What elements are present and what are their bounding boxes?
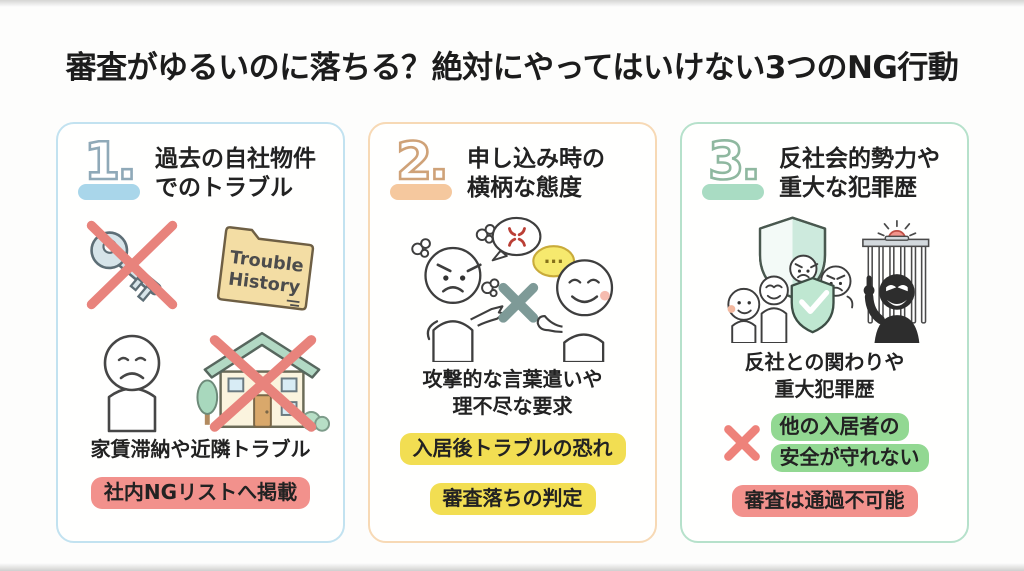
anger-mark-bubble-icon [491, 216, 541, 262]
steam-puffs-icon [410, 224, 499, 298]
bottom-edge-shadow [0, 563, 1024, 571]
dots-bubble-text: ... [543, 248, 563, 268]
cards-row: 1. 過去の自社物件 でのトラブル [56, 122, 969, 543]
residents-icon [726, 275, 789, 343]
crossed-key-icon [86, 220, 177, 310]
number-underline-pill [390, 184, 452, 200]
card-number: 1. [83, 131, 139, 194]
card3-warn-line2: 安全が守れない [770, 444, 929, 472]
cross-mark-icon [497, 282, 538, 323]
card3-caption: 反社との関わりや 重大犯罪歴 [745, 349, 905, 403]
card3-header: 3. 反社会的勢力や 重大な犯罪歴 [682, 124, 967, 208]
card3-warn-line1: 他の入居者の [770, 413, 909, 441]
criminal-silhouette-icon [863, 274, 919, 343]
number-underline-pill [702, 184, 764, 200]
card3-heading-line1: 反社会的勢力や [779, 146, 940, 172]
card3-final-highlight: 審査は通過不可能 [731, 485, 918, 517]
card-arrogant-attitude: 2. 申し込み時の 横柄な態度 [368, 122, 657, 543]
card2-heading-line2: 横柄な態度 [467, 175, 582, 202]
card-antisocial-criminal-record: 3. 反社会的勢力や 重大な犯罪歴 [680, 122, 969, 543]
card3-caption-line2: 重大犯罪歴 [774, 377, 875, 401]
smiling-person-icon [536, 259, 613, 362]
card2-number-badge: 2. [390, 131, 454, 208]
card1-heading-line2: でのトラブル [155, 175, 293, 202]
card3-security-illustration [726, 216, 929, 343]
card2-heading-line1: 申し込み時の [467, 146, 605, 172]
card1-caption: 家賃滞納や近隣トラブル [90, 437, 311, 461]
top-edge-shadow [0, 0, 1024, 7]
card-past-property-trouble: 1. 過去の自社物件 でのトラブル [56, 122, 345, 543]
page-title: 審査がゆるいのに落ちる？絶対にやってはいけない3つのNG行動 [65, 50, 959, 86]
card1-illustrations: Trouble History [58, 208, 343, 434]
card2-caption-line1: 攻撃的な言葉遣いや [422, 367, 603, 391]
card2-caption-line2: 理不尽な要求 [452, 394, 573, 418]
card3-heading: 反社会的勢力や 重大な犯罪歴 [779, 140, 940, 204]
card1-number-badge: 1. [78, 131, 142, 208]
red-cross-icon [723, 424, 760, 461]
card2-caption: 攻撃的な言葉遣いや 理不尽な要求 [423, 366, 603, 420]
card3-caption-line1: 反社との関わりや [744, 350, 905, 374]
card3-number-badge: 3. [702, 131, 766, 208]
number-underline-pill [78, 184, 140, 200]
angry-person-icon [423, 246, 505, 362]
card2-header: 2. 申し込み時の 横柄な態度 [370, 124, 655, 208]
card2-argument-illustration: ... [410, 216, 613, 362]
trouble-history-folder-icon: Trouble History [216, 226, 315, 311]
card-number: 3. [707, 131, 763, 194]
card-number: 2. [395, 131, 451, 194]
card1-heading-line1: 過去の自社物件 [155, 146, 316, 172]
card1-header: 1. 過去の自社物件 でのトラブル [58, 124, 343, 208]
card2-highlight-screening-fail: 審査落ちの判定 [429, 483, 596, 515]
card3-heading-line2: 重大な犯罪歴 [779, 175, 917, 202]
card1-ng-list-highlight: 社内NGリストへ掲載 [90, 477, 311, 509]
card3-warning-lines: 他の入居者の 安全が守れない [770, 413, 929, 472]
card2-heading: 申し込み時の 横柄な態度 [467, 140, 605, 204]
card3-warning-row: 他の入居者の 安全が守れない [721, 413, 929, 472]
card2-highlight-trouble-risk: 入居後トラブルの恐れ [399, 433, 626, 465]
sad-person-icon [103, 334, 160, 433]
siren-icon [877, 219, 916, 241]
shield-check-icon [790, 276, 835, 334]
crossed-house-icon [196, 331, 331, 432]
card1-heading: 過去の自社物件 でのトラブル [155, 140, 316, 204]
